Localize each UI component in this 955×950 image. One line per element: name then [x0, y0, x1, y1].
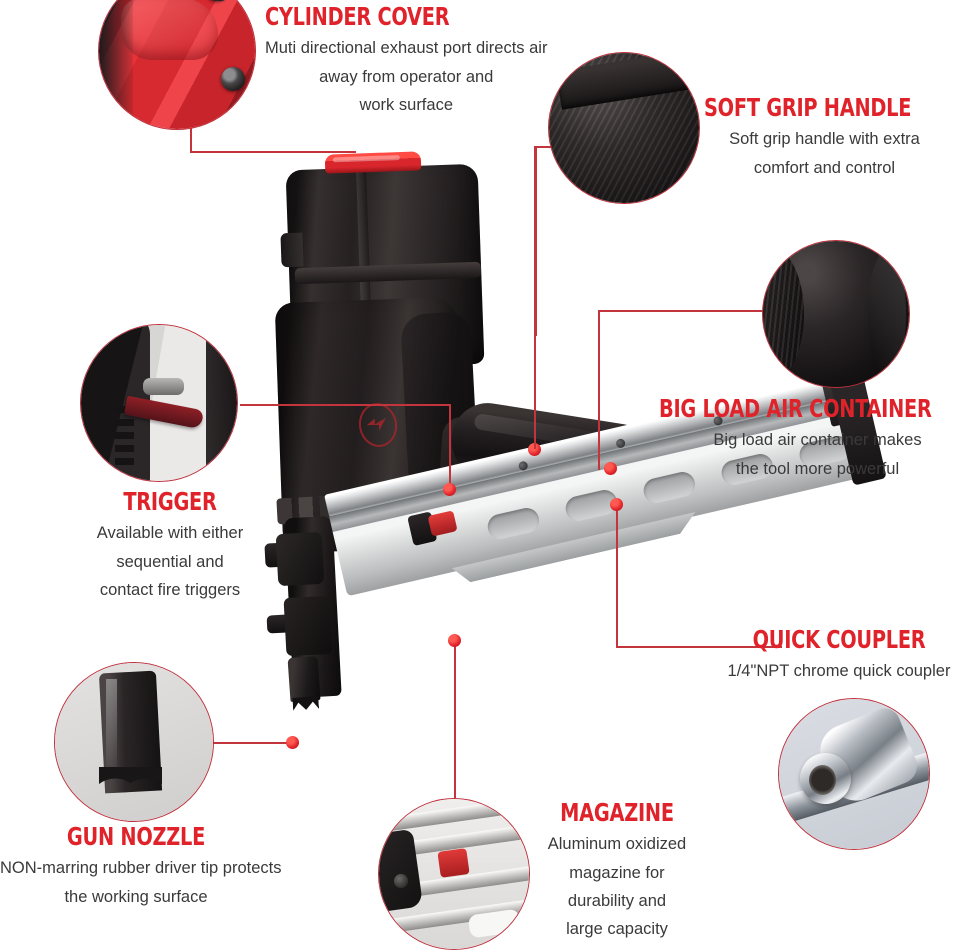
- callout-line: the tool more powerful: [735, 459, 900, 478]
- connector-quick-coupler-segment: [616, 646, 782, 648]
- callout-line: the working surface: [64, 887, 208, 906]
- callout-trigger: TRIGGER Available with either sequential…: [70, 487, 270, 604]
- nose-block-lower: [283, 595, 333, 657]
- callout-line: NON-marring rubber driver tip protects: [0, 859, 282, 878]
- callout-magazine: MAGAZINE Aluminum oxidized magazine for …: [538, 798, 696, 944]
- connector-cylinder-cover-segment: [190, 151, 356, 153]
- callout-line: 1/4"NPT chrome quick coupler: [727, 662, 951, 681]
- callout-line: Soft grip handle with extra: [729, 130, 920, 149]
- callout-line: durability and: [567, 892, 667, 910]
- connector-trigger-segment: [449, 404, 451, 488]
- connector-quick-coupler-segment: [616, 504, 618, 647]
- inset-big-load-air-container: [762, 240, 910, 388]
- connector-soft-grip-drop: [534, 146, 536, 449]
- cylinder-ear: [280, 232, 304, 268]
- inset-trigger: [80, 324, 238, 482]
- callout-line: Available with either: [96, 524, 244, 543]
- callout-title-soft-grip-handle: SOFT GRIP HANDLE: [704, 93, 912, 122]
- callout-title-trigger: TRIGGER: [123, 487, 217, 516]
- nose-block-upper: [275, 531, 325, 587]
- callout-line: comfort and control: [753, 158, 896, 177]
- callout-title-magazine: MAGAZINE: [560, 798, 674, 827]
- callout-gun-nozzle: GUN NOZZLE NON-marring rubber driver tip…: [0, 822, 282, 911]
- gun-nozzle-tip: [287, 656, 321, 702]
- callout-soft-grip-handle: SOFT GRIP HANDLE Soft grip handle with e…: [704, 93, 945, 182]
- connector-cylinder-cover-segment: [190, 128, 192, 152]
- red-cylinder-cap: [324, 151, 422, 174]
- callout-line: Muti directional exhaust port directs ai…: [265, 39, 548, 58]
- connector-soft-grip-segment: [535, 146, 537, 336]
- connector-gun-nozzle-segment: [213, 742, 299, 744]
- bolt-icon: [220, 66, 245, 91]
- connector-dot-trigger: [443, 483, 456, 496]
- inset-gun-nozzle: [54, 662, 214, 822]
- callout-title-quick-coupler: QUICK COUPLER: [752, 625, 926, 654]
- inset-soft-grip-handle: [548, 52, 700, 204]
- callout-line: large capacity: [566, 920, 668, 939]
- callout-cylinder-cover: CYLINDER COVER Muti directional exhaust …: [265, 2, 548, 119]
- connector-soft-grip-segment: [535, 146, 557, 148]
- bolt-icon: [205, 0, 228, 2]
- callout-line: contact fire triggers: [99, 581, 241, 599]
- inset-cylinder-cover: [98, 0, 256, 130]
- connector-dot-gun-nozzle: [286, 736, 299, 749]
- callout-line: work surface: [359, 96, 453, 114]
- connector-dot-soft-grip: [528, 443, 541, 456]
- callout-line: away from operator and: [319, 67, 494, 86]
- connector-air-container-segment: [598, 310, 764, 312]
- inset-magazine: [378, 798, 530, 950]
- callout-title-big-load-air-container: BIG LOAD AIR CONTAINER: [659, 394, 932, 423]
- callout-title-gun-nozzle: GUN NOZZLE: [66, 822, 206, 851]
- callout-title-cylinder-cover: CYLINDER COVER: [265, 2, 450, 31]
- callout-line: sequential and: [116, 552, 224, 571]
- connector-trigger-segment: [240, 404, 450, 406]
- connector-dot-quick-coupler: [610, 498, 623, 511]
- callout-line: Big load air container makes: [713, 431, 922, 450]
- connector-air-container-segment: [598, 310, 600, 470]
- callout-quick-coupler: QUICK COUPLER 1/4"NPT chrome quick coupl…: [723, 625, 955, 686]
- connector-dot-magazine: [448, 634, 461, 647]
- inset-quick-coupler: [778, 698, 930, 850]
- callout-line: Aluminum oxidized: [547, 835, 687, 854]
- connector-dot-air-container: [604, 462, 617, 475]
- callout-big-load-air-container: BIG LOAD AIR CONTAINER Big load air cont…: [659, 394, 955, 483]
- connector-magazine-segment: [454, 640, 456, 798]
- callout-line: magazine for: [569, 863, 665, 882]
